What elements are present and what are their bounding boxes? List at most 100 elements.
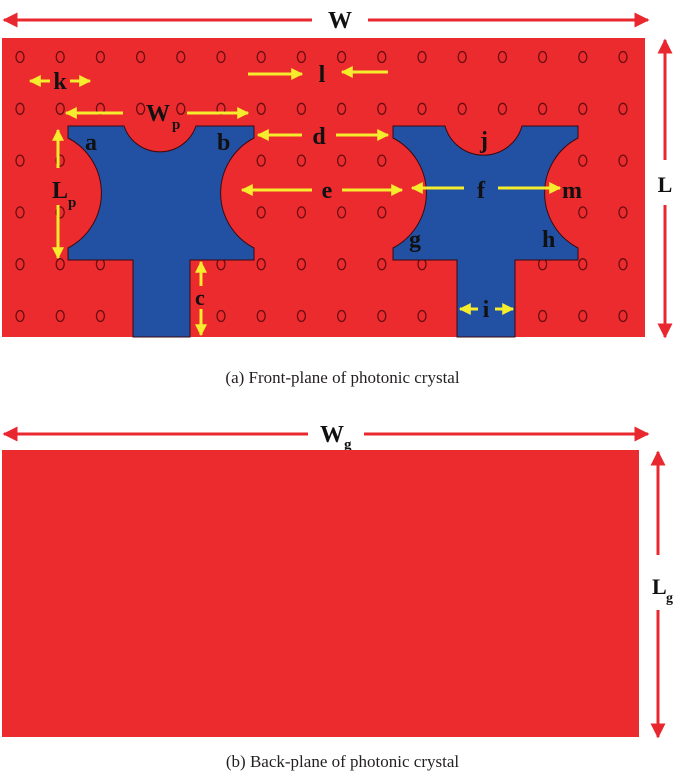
- air-hole: [578, 309, 588, 323]
- air-hole: [256, 50, 266, 64]
- air-hole: [55, 50, 65, 64]
- label-wp-subscript: p: [172, 117, 180, 133]
- air-hole: [336, 50, 347, 64]
- air-hole: [296, 309, 307, 323]
- air-hole: [95, 50, 106, 64]
- air-hole: [497, 50, 508, 64]
- front-plane-caption: (a) Front-plane of photonic crystal: [225, 368, 460, 387]
- air-hole: [578, 258, 588, 271]
- air-hole: [256, 309, 266, 323]
- annotation-arrows: [28, 66, 562, 337]
- air-hole: [15, 258, 25, 271]
- air-hole: [55, 206, 65, 219]
- air-hole: [578, 50, 588, 64]
- air-hole: [578, 206, 588, 219]
- label-g: g: [409, 227, 421, 253]
- air-hole: [377, 50, 387, 64]
- length-dimension-arrow: L: [657, 38, 673, 339]
- left-patch: [67, 125, 255, 338]
- width-label: W: [328, 8, 352, 34]
- ground-width-label-subscript: g: [344, 437, 352, 453]
- label-k: k: [53, 69, 67, 95]
- air-hole: [256, 102, 266, 115]
- label-c: c: [195, 285, 205, 310]
- air-hole: [377, 258, 387, 271]
- width-dimension-arrow: W: [2, 8, 650, 34]
- air-hole: [55, 154, 65, 167]
- air-hole: [417, 50, 427, 64]
- label-lp-subscript: p: [68, 195, 76, 211]
- air-hole: [55, 102, 65, 115]
- air-hole: [618, 206, 628, 219]
- air-hole: [336, 309, 347, 323]
- air-hole: [176, 102, 186, 115]
- air-hole: [296, 102, 307, 115]
- label-m: m: [562, 178, 582, 204]
- air-hole: [135, 50, 146, 64]
- ground-width-dimension-arrow: W g: [2, 422, 650, 453]
- label-b: b: [217, 130, 230, 156]
- air-hole: [216, 50, 226, 64]
- air-hole: [417, 309, 427, 323]
- air-hole: [296, 154, 307, 167]
- label-e: e: [322, 178, 333, 204]
- air-hole: [578, 154, 588, 167]
- back-plane: W g L g: [2, 422, 673, 739]
- ground-length-label: L: [652, 574, 667, 599]
- label-j: j: [479, 128, 488, 154]
- air-hole: [256, 154, 266, 167]
- air-hole: [216, 309, 226, 323]
- air-hole: [377, 154, 387, 167]
- air-hole: [377, 102, 387, 115]
- air-hole: [377, 206, 387, 219]
- air-hole: [578, 102, 588, 115]
- air-hole: [15, 206, 25, 219]
- air-hole: [15, 154, 25, 167]
- right-patch: [392, 125, 579, 338]
- ground-length-label-subscript: g: [666, 591, 673, 606]
- air-hole: [256, 206, 266, 219]
- front-plane-labels: k l W p L p a b c d e f g h i j m: [52, 62, 582, 323]
- label-a: a: [85, 130, 97, 156]
- air-hole: [256, 258, 266, 271]
- air-hole: [336, 102, 347, 115]
- air-hole: [537, 309, 548, 323]
- air-hole: [55, 309, 65, 323]
- air-hole: [377, 309, 387, 323]
- air-hole: [457, 102, 467, 115]
- air-hole: [296, 206, 307, 219]
- ground-width-label: W: [320, 422, 344, 448]
- air-hole: [296, 50, 307, 64]
- air-hole: [15, 102, 25, 115]
- air-hole: [537, 50, 548, 64]
- air-hole: [497, 102, 508, 115]
- air-hole: [135, 102, 146, 115]
- air-hole: [618, 258, 628, 271]
- air-hole: [176, 50, 186, 64]
- label-f: f: [477, 178, 486, 204]
- air-hole: [296, 258, 307, 271]
- length-label: L: [658, 172, 673, 197]
- ground-length-dimension-arrow: L g: [650, 450, 673, 739]
- air-hole: [95, 309, 106, 323]
- label-lp: L: [52, 178, 68, 204]
- air-hole: [15, 50, 25, 64]
- label-wp: W: [146, 101, 170, 127]
- back-plane-caption: (b) Back-plane of photonic crystal: [225, 752, 460, 771]
- ground-plane: [2, 450, 639, 737]
- label-i: i: [483, 297, 490, 323]
- air-hole: [618, 102, 628, 115]
- air-hole: [457, 50, 467, 64]
- air-hole: [336, 206, 347, 219]
- air-hole: [537, 102, 548, 115]
- label-d: d: [312, 124, 326, 150]
- label-h: h: [542, 227, 555, 253]
- air-hole: [618, 154, 628, 167]
- label-l: l: [319, 62, 326, 88]
- air-hole: [618, 309, 628, 323]
- air-hole: [15, 309, 25, 323]
- air-hole: [336, 258, 347, 271]
- air-hole: [417, 102, 427, 115]
- air-hole: [336, 154, 347, 167]
